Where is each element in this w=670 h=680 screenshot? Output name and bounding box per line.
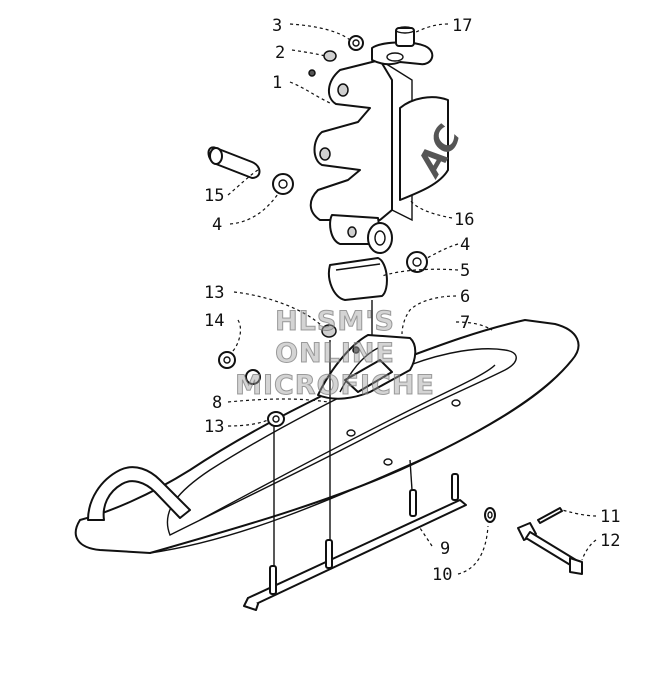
center-lines <box>273 300 413 566</box>
callout-6: 6 <box>460 287 470 307</box>
callout-labels: 3 17 2 1 15 4 16 4 5 13 6 7 14 8 13 11 1… <box>204 16 620 585</box>
callout-13-lower: 13 <box>204 417 224 437</box>
watermark-line-2: ONLINE <box>275 338 395 369</box>
spindle-decal: AC <box>399 96 470 201</box>
callout-16: 16 <box>454 210 474 230</box>
callout-3: 3 <box>272 16 282 36</box>
watermark-line-1: HLSM'S <box>275 306 395 337</box>
callout-4-lower: 4 <box>460 235 470 255</box>
watermark: HLSM'S ONLINE MICROFICHE <box>235 306 435 402</box>
callout-11: 11 <box>600 507 620 527</box>
callout-14: 14 <box>204 311 224 331</box>
callout-5: 5 <box>460 261 470 281</box>
callout-8: 8 <box>212 393 222 413</box>
watermark-line-3: MICROFICHE <box>235 370 435 401</box>
bolt-hardware <box>484 507 583 575</box>
ski <box>74 319 580 554</box>
lock-nuts <box>218 324 337 427</box>
pivot-shaft <box>207 146 261 179</box>
callout-15: 15 <box>204 186 224 206</box>
wear-bar <box>243 473 467 611</box>
bushings <box>272 173 428 273</box>
leader-lines <box>227 23 597 575</box>
callout-12: 12 <box>600 531 620 551</box>
callout-10: 10 <box>432 565 452 585</box>
callout-17: 17 <box>452 16 472 36</box>
callout-2: 2 <box>275 43 285 63</box>
spacer-block <box>328 257 388 301</box>
ski-saddle <box>317 334 417 400</box>
callout-1: 1 <box>272 73 282 93</box>
callout-9: 9 <box>440 539 450 559</box>
callout-4-upper: 4 <box>212 215 222 235</box>
callout-7: 7 <box>460 313 470 333</box>
callout-13-upper: 13 <box>204 283 224 303</box>
